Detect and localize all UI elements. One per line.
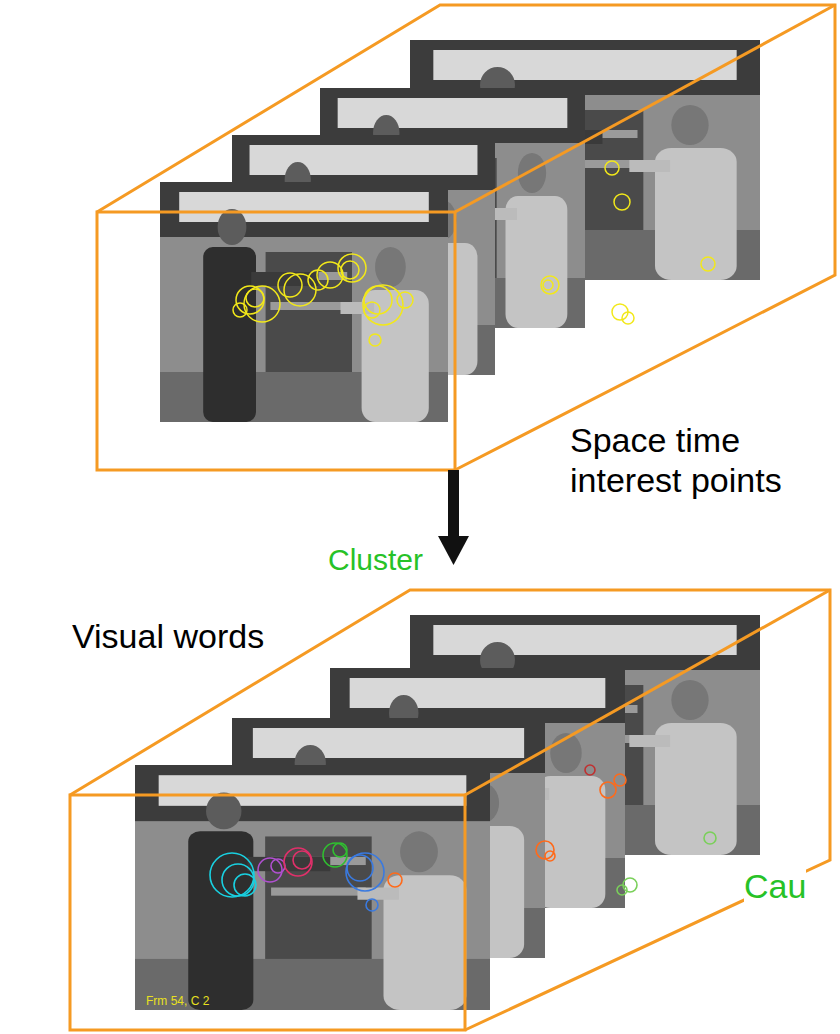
visual-words — [210, 765, 716, 911]
step-label: Cluster — [328, 542, 423, 577]
cluster-arrow — [438, 470, 469, 565]
stack-caption: Visual words — [72, 616, 264, 656]
video-cuboid-top — [97, 5, 835, 470]
frame-stack-top — [160, 40, 760, 422]
step-label: Cau — [744, 866, 806, 906]
interest-points — [233, 161, 715, 346]
stack-caption: Space time interest points — [570, 420, 810, 500]
frame-counter: Frm 54, C 2 — [146, 994, 209, 1008]
frame-stack-bottom — [135, 615, 760, 1010]
video-cuboid-bottom — [70, 590, 830, 1030]
